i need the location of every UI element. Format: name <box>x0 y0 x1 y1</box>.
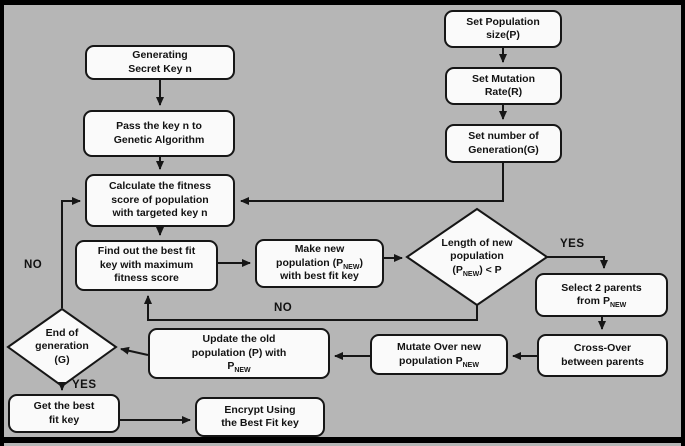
text-line: Genetic Algorithm <box>113 133 205 146</box>
node-update-old-population: Update the old population (P) with PNEW <box>148 328 330 379</box>
text-line: Set Population <box>466 15 540 28</box>
node-make-new-population: Make new population (PNEW) with best fit… <box>255 239 384 288</box>
text-line: population (P) with <box>191 346 287 359</box>
text-line: Set number of <box>468 130 539 143</box>
text-line: Rate(R) <box>484 86 523 98</box>
text-line: Cross-Over <box>573 342 632 355</box>
node-calculate-fitness: Calculate the fitness score of populatio… <box>85 174 235 227</box>
text-line: (G) <box>54 353 70 366</box>
node-pass-key-to-ga: Pass the key n to Genetic Algorithm <box>83 110 235 157</box>
decision-end-generation-shape <box>6 307 118 388</box>
text-line: size(P) <box>486 29 520 41</box>
subscript-text: NEW <box>609 302 627 310</box>
node-get-best-fit-key: Get the best fit key <box>8 394 120 433</box>
arrow-yes-lengthcheck-to-selectparents <box>547 256 608 269</box>
node-find-best-fit-key: Find out the best fit key with maximum f… <box>75 240 218 291</box>
text-line: with best fit key <box>280 270 359 283</box>
text-line: Length of new <box>441 236 513 249</box>
label-yes-end-generation: YES <box>72 379 97 391</box>
text-line: population <box>450 250 504 263</box>
text-line: Calculate the fitness <box>108 180 212 193</box>
frame-border-right <box>681 0 685 446</box>
text-line: between parents <box>561 355 644 368</box>
text-line: Generation(G) <box>468 143 539 156</box>
text-part: ) < P <box>479 263 502 276</box>
text-line: generation <box>35 340 89 353</box>
text-line: Set Mutation <box>472 72 535 85</box>
subscript-text: NEW <box>343 263 360 271</box>
text-line: population PNEW <box>399 354 479 369</box>
node-set-mutation-rate: Set Mutation Rate(R) <box>445 67 562 105</box>
text-line: End of <box>45 326 79 339</box>
label-no-length-check: NO <box>274 302 293 314</box>
arrow-update-to-endgeneration <box>120 346 149 356</box>
node-set-number-generation: Set number of Generation(G) <box>445 124 562 163</box>
text-line: Pass the key n to <box>116 120 202 133</box>
frame-border-bottom <box>0 437 685 443</box>
arrow-no-endgeneration-to-calculate <box>61 197 81 308</box>
text-line: Generating <box>132 49 188 62</box>
arrow-no-lengthcheck-to-findbest <box>144 295 478 321</box>
text-line: PNEW <box>227 360 251 375</box>
text-line: fitness score <box>114 272 179 285</box>
text-line: from PNEW <box>576 295 627 310</box>
text-line: Select 2 parents <box>561 281 642 294</box>
node-generating-secret-key: Generating Secret Key n <box>85 45 235 80</box>
decision-end-generation: End of generation (G) <box>12 315 112 379</box>
node-mutate-over-population: Mutate Over new population PNEW <box>370 334 508 375</box>
arrow-setgeneration-to-calculate <box>240 163 504 205</box>
frame-border-left <box>0 0 4 446</box>
text-line: (PNEW) < P <box>452 263 502 278</box>
text-line: population (PNEW) <box>276 256 363 271</box>
label-no-end-generation: NO <box>24 259 43 271</box>
text-line: Make new <box>294 243 345 256</box>
node-cross-over: Cross-Over between parents <box>537 334 668 377</box>
text-part: P <box>227 360 235 373</box>
text-line: Encrypt Using <box>224 403 296 416</box>
text-line: score of population <box>111 193 209 206</box>
text-line: key with maximum <box>99 258 194 271</box>
text-line: Mutate Over new <box>396 341 482 354</box>
subscript-text: NEW <box>462 270 480 278</box>
text-line: fit key <box>48 413 80 426</box>
text-part: ) <box>359 256 363 269</box>
text-part: population (P <box>276 256 344 269</box>
text-line: Update the old <box>202 333 276 346</box>
node-encrypt-best-fit-key: Encrypt Using the Best Fit key <box>195 397 325 437</box>
text-part: population P <box>399 354 463 367</box>
text-part: (P <box>452 263 463 276</box>
node-select-two-parents: Select 2 parents from PNEW <box>535 273 668 317</box>
decision-length-check: Length of new population (PNEW) < P <box>415 224 539 290</box>
frame-border-top <box>0 0 685 5</box>
text-part: from P <box>576 295 610 307</box>
label-yes-length-check: YES <box>560 238 585 250</box>
subscript-text: NEW <box>462 361 479 369</box>
text-line: Get the best <box>33 400 95 413</box>
subscript-text: NEW <box>234 367 251 375</box>
text-line: Secret Key n <box>128 62 192 75</box>
text-line: with targeted key n <box>112 207 208 220</box>
text-line: the Best Fit key <box>221 417 299 429</box>
text-line: Find out the best fit <box>97 245 196 258</box>
node-set-population-size: Set Population size(P) <box>444 10 562 48</box>
